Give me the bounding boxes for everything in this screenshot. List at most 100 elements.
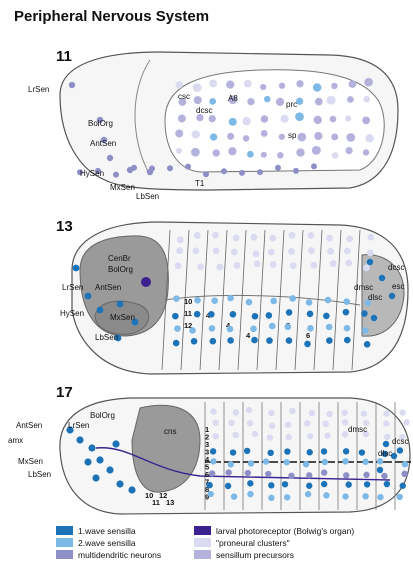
sensillum-precursor-dot <box>276 98 284 106</box>
proneural-cluster-dot <box>367 249 374 256</box>
sensilla-dot <box>230 311 237 318</box>
sensilla-dot <box>194 311 201 318</box>
proneural-cluster-dot <box>213 433 219 439</box>
label-mxsen: MxSen <box>110 183 135 192</box>
posterior-sensilla-dot <box>371 315 377 321</box>
proneural-cluster-dot <box>311 163 317 169</box>
legend-swatch <box>194 538 211 547</box>
sensillum-precursor-dot <box>229 118 237 126</box>
proneural-cluster-dot <box>322 421 328 427</box>
sensillum-precursor-dot <box>295 112 304 121</box>
sensilla-dot <box>266 337 273 344</box>
sensilla-dot <box>267 450 273 456</box>
sensillum-precursor-dot <box>279 134 285 140</box>
sensillum-precursor-dot <box>346 147 353 154</box>
sensilla-dot <box>174 325 181 332</box>
sensillum-precursor-dot <box>314 116 322 124</box>
sensillum-precursor-dot <box>345 115 351 121</box>
label-dlsc-13: dlsc <box>368 293 382 302</box>
sensilla-dot <box>384 481 390 487</box>
sensilla-dot <box>228 461 234 467</box>
sensilla-dot <box>363 472 369 478</box>
sensillum-precursor-dot <box>210 133 217 140</box>
sensilla-dot <box>286 337 293 344</box>
proneural-cluster-dot <box>327 248 334 255</box>
sensillum-precursor-dot <box>178 114 186 122</box>
sensilla-dot <box>396 494 402 500</box>
sensilla-dot <box>252 313 259 320</box>
proneural-cluster-dot <box>285 421 291 427</box>
legend-swatch <box>194 550 211 559</box>
sensillum-precursor-dot <box>281 115 289 123</box>
sensilla-dot <box>210 458 216 464</box>
sensillum-precursor-dot <box>313 83 321 91</box>
sensillum-precursor-dot <box>364 78 373 87</box>
label-antsen-13: AntSen <box>95 283 121 292</box>
sensilla-dot <box>265 471 271 477</box>
proneural-cluster-dot <box>233 409 239 415</box>
proneural-cluster-dot <box>304 420 310 426</box>
sensilla-dot <box>321 481 327 487</box>
segment-mark: 6 <box>306 331 310 340</box>
sensilla-dot <box>344 325 351 332</box>
sensillum-precursor-dot <box>261 115 268 122</box>
sensillum-precursor-dot <box>330 116 337 123</box>
legend-item: sensillum precursors <box>194 549 404 560</box>
proneural-cluster-dot <box>253 250 260 257</box>
label-bolorg-17: BolOrg <box>90 411 115 420</box>
sensillum-precursor-dot <box>332 152 339 159</box>
sensilla-dot <box>401 471 407 477</box>
proneural-cluster-dot <box>290 262 297 269</box>
sensilla-dot <box>344 337 351 344</box>
proneural-cluster-dot <box>346 235 353 242</box>
proneural-cluster-dot <box>167 165 173 171</box>
sensilla-dot <box>191 338 198 345</box>
proneural-cluster-dot <box>309 410 315 416</box>
label-lbsen-13: LbSen <box>95 333 118 342</box>
head-sensilla-dot <box>116 480 123 487</box>
label-hysen-13: HySen <box>60 309 84 318</box>
sensilla-dot <box>246 299 253 306</box>
proneural-cluster-dot <box>270 261 277 268</box>
proneural-cluster-dot <box>341 410 347 416</box>
proneural-cluster-dot <box>257 169 263 175</box>
proneural-cluster-dot <box>288 248 295 255</box>
sensilla-dot <box>266 312 273 319</box>
legend-item: "proneural clusters" <box>194 537 404 548</box>
label-a8: A8 <box>228 94 238 103</box>
bolwig-organ-dot <box>141 277 151 287</box>
sensilla-dot <box>250 326 257 333</box>
sensillum-precursor-dot <box>192 130 200 138</box>
proneural-cluster-dot <box>231 249 238 256</box>
sensilla-dot <box>326 324 333 331</box>
label-cns-17: cns <box>164 427 176 436</box>
segment-mark: 11 <box>184 309 192 318</box>
sensillum-precursor-dot <box>228 147 236 155</box>
sensillum-precursor-dot <box>347 96 354 103</box>
label-cenbr: CenBr <box>108 254 131 263</box>
sensillum-precursor-dot <box>227 133 234 140</box>
stage-17-embryo: 123345678910111213 AntSen LrSen BolOrg a… <box>8 398 411 514</box>
proneural-cluster-dot <box>254 260 261 267</box>
sensilla-dot <box>305 491 311 497</box>
sensillum-precursor-dot <box>261 130 268 137</box>
sensillum-precursor-dot <box>346 133 355 142</box>
sensillum-precursor-dot <box>315 98 323 106</box>
sensilla-dot <box>362 459 368 465</box>
sensillum-precursor-dot <box>331 83 338 90</box>
proneural-cluster-dot <box>399 409 405 415</box>
sensilla-dot <box>225 469 231 475</box>
sensillum-precursor-dot <box>191 148 200 157</box>
head-sense-organ-dot <box>107 155 113 161</box>
sensilla-dot <box>210 448 216 454</box>
legend-swatch <box>56 550 73 559</box>
proneural-cluster-dot <box>361 410 367 416</box>
label-mxsen-13: MxSen <box>110 313 135 322</box>
label-amx-17: amx <box>8 436 23 445</box>
proneural-cluster-dot <box>384 434 390 440</box>
proneural-cluster-dot <box>311 262 318 269</box>
head-sensilla-dot <box>84 458 91 465</box>
sensilla-dot <box>345 481 351 487</box>
stage-11-embryo: LrSen BolOrg AntSen HySen MxSen LbSen T1… <box>28 52 398 201</box>
embryo-diagrams: LrSen BolOrg AntSen HySen MxSen LbSen T1… <box>0 0 413 520</box>
